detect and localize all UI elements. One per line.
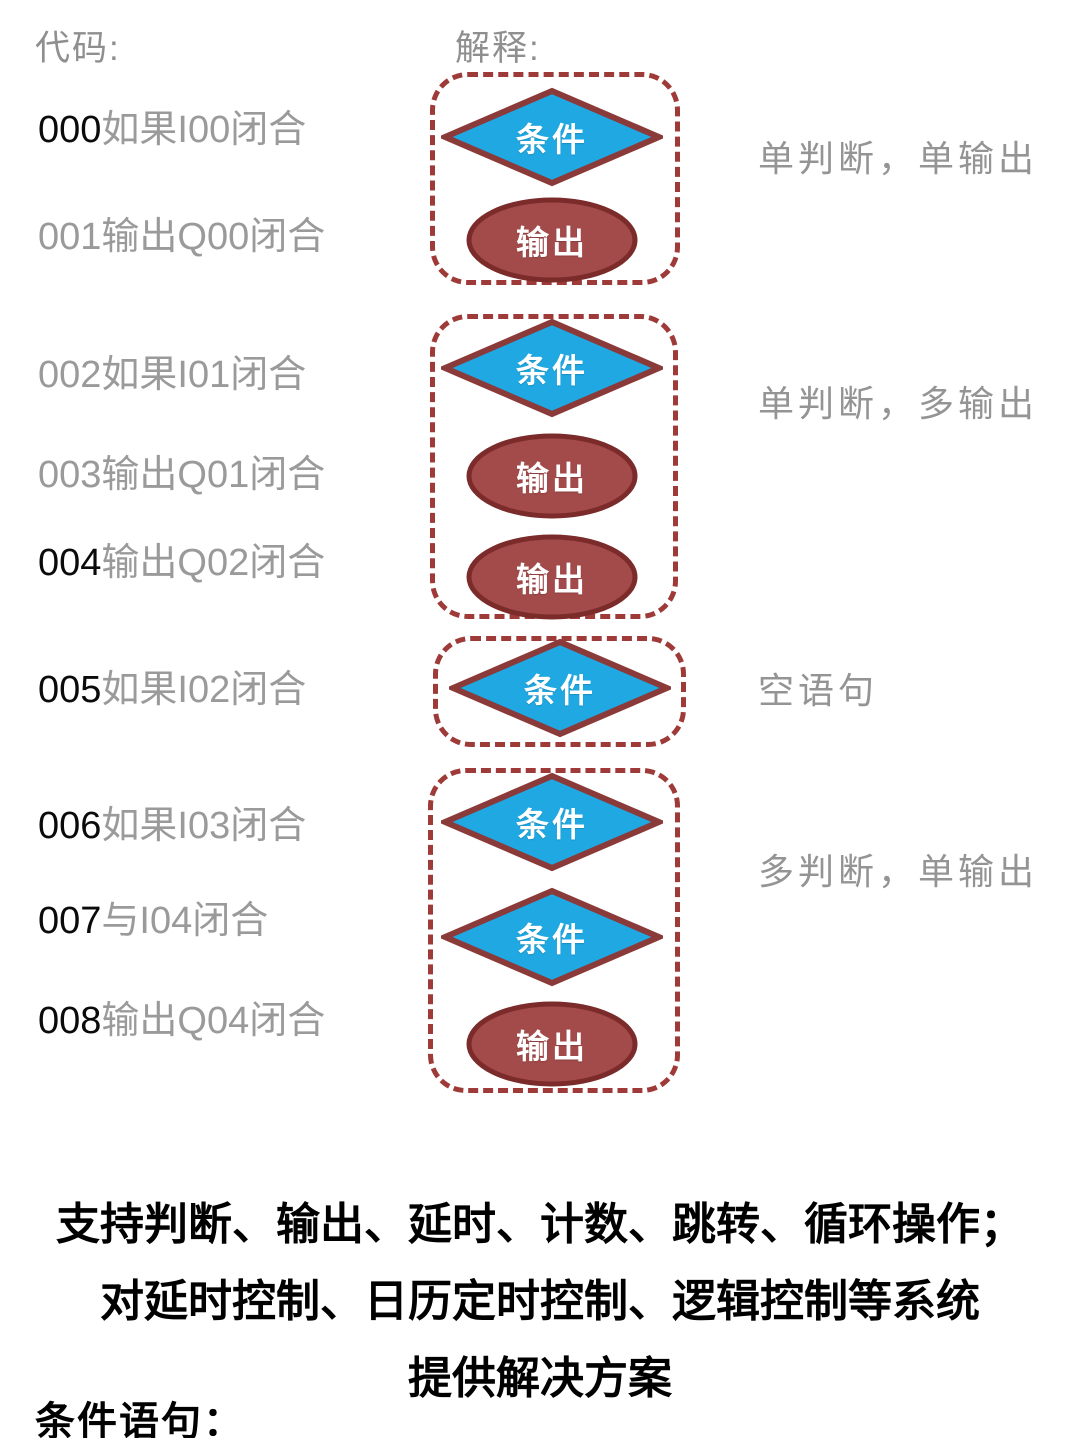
line-number: 003 [38,454,102,496]
code-line: 008输出Q04闭合 [38,1000,326,1043]
code-line: 007与I04闭合 [38,900,269,943]
code-line: 004输出Q02闭合 [38,542,326,585]
line-text: 如果I03闭合 [101,805,307,847]
line-number: 002 [38,354,102,396]
flow-group-4-box [428,768,680,1093]
code-line: 005如果I02闭合 [38,669,307,712]
line-text: 如果I01闭合 [101,354,307,396]
output-ellipse: 输出 [466,433,638,519]
condition-label: 条件 [516,921,588,958]
code-line: 001输出Q00闭合 [38,216,326,259]
line-number: 004 [38,542,102,584]
footer-condition-statement-heading: 条件语句： [35,1400,245,1438]
line-number: 008 [38,1000,102,1042]
output-ellipse: 输出 [466,1001,638,1087]
output-ellipse: 输出 [466,197,638,283]
condition-label: 条件 [516,806,588,843]
condition-label: 条件 [524,672,596,709]
annotation-group-3: 空语句 [758,670,879,711]
output-label: 输出 [516,224,588,261]
condition-diamond: 条件 [449,638,671,738]
condition-diamond: 条件 [441,87,663,187]
line-text: 输出Q02闭合 [101,542,326,584]
condition-label: 条件 [516,352,588,389]
line-number: 005 [38,669,102,711]
diamond-shape [441,318,663,418]
ellipse-shape [466,1001,638,1087]
ellipse-shape [466,197,638,283]
output-label: 输出 [516,460,588,497]
output-label: 输出 [516,1028,588,1065]
explain-column-header: 解释: [455,29,541,68]
line-text: 如果I02闭合 [101,669,307,711]
code-line: 006如果I03闭合 [38,805,307,848]
line-text: 如果I00闭合 [101,109,307,151]
line-text: 输出Q00闭合 [101,216,326,258]
condition-diamond: 条件 [441,772,663,872]
diamond-shape [449,638,671,738]
output-ellipse: 输出 [466,534,638,620]
footer-description: 支持判断、输出、延时、计数、跳转、循环操作； 对延时控制、日历定时控制、逻辑控制… [0,1186,1080,1417]
line-number: 007 [38,900,102,942]
annotation-group-2: 单判断，多输出 [758,383,1039,424]
line-text: 与I04闭合 [101,900,269,942]
line-number: 006 [38,805,102,847]
code-line: 003输出Q01闭合 [38,454,326,497]
code-line: 000如果I00闭合 [38,109,307,152]
code-line: 002如果I01闭合 [38,354,307,397]
diamond-shape [441,87,663,187]
footer-line-1: 支持判断、输出、延时、计数、跳转、循环操作； [56,1200,1024,1249]
annotation-group-4: 多判断，单输出 [758,851,1039,892]
condition-diamond: 条件 [441,318,663,418]
condition-diamond: 条件 [441,887,663,987]
footer-line-3: 提供解决方案 [408,1354,672,1403]
flow-group-1-box [430,72,680,285]
footer-line-2: 对延时控制、日历定时控制、逻辑控制等系统 [100,1277,980,1326]
line-text: 输出Q01闭合 [101,454,326,496]
flow-group-3-box [433,636,686,747]
line-text: 输出Q04闭合 [101,1000,326,1042]
diamond-shape [441,887,663,987]
ellipse-shape [466,534,638,620]
diamond-shape [441,772,663,872]
line-number: 001 [38,216,102,258]
condition-label: 条件 [516,121,588,158]
annotation-group-1: 单判断，单输出 [758,138,1039,179]
code-column-header: 代码: [35,29,121,68]
output-label: 输出 [516,561,588,598]
ellipse-shape [466,433,638,519]
line-number: 000 [38,109,102,151]
